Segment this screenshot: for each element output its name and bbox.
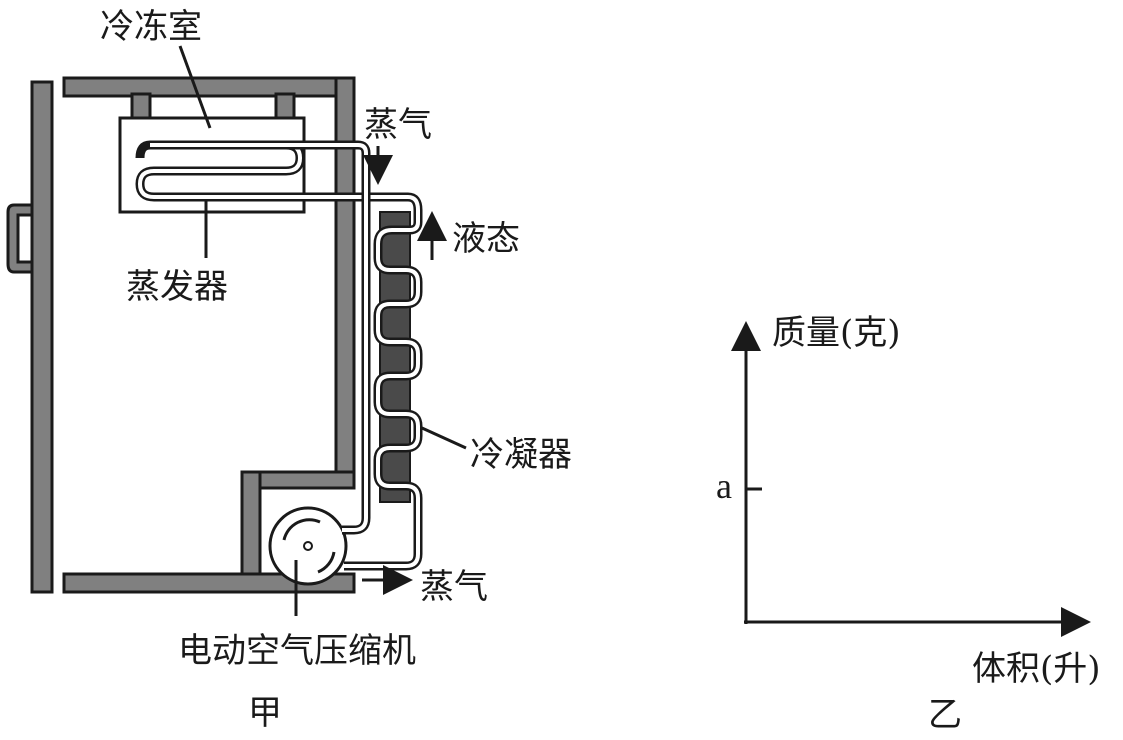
refrigerant-tube xyxy=(135,140,423,571)
mass-volume-graph: a 质量(克) 体积(升) 乙 xyxy=(716,313,1101,735)
x-axis-label: 体积(升) xyxy=(972,649,1101,689)
door xyxy=(30,80,54,594)
bottom-wall xyxy=(62,572,356,594)
step-wall-vertical xyxy=(240,470,262,592)
compressor xyxy=(268,506,348,586)
liquid-label: 液态 xyxy=(452,219,520,259)
vapor-top-label: 蒸气 xyxy=(364,105,432,145)
condenser-block xyxy=(379,211,411,503)
condenser-label: 冷凝器 xyxy=(470,435,572,475)
y-axis-label: 质量(克) xyxy=(772,313,901,353)
y-tick-label: a xyxy=(716,466,732,506)
left-caption: 甲 xyxy=(248,693,282,733)
condenser-leader xyxy=(421,426,467,450)
freezer-label: 冷冻室 xyxy=(100,7,202,47)
freezer-leader xyxy=(178,45,212,129)
refrigerator-diagram: 冷冻室 蒸气 液态 蒸发器 冷凝器 蒸气 电动空气压缩机 甲 xyxy=(6,7,572,733)
door-handle xyxy=(6,203,34,274)
right-caption: 乙 xyxy=(928,695,962,735)
freezer-bracket-right xyxy=(274,92,296,122)
compressor-label: 电动空气压缩机 xyxy=(178,631,416,671)
back-wall xyxy=(334,76,356,490)
evaporator-label: 蒸发器 xyxy=(126,267,228,307)
freezer-bracket-left xyxy=(130,92,152,122)
top-wall xyxy=(62,76,356,98)
vapor-bottom-label: 蒸气 xyxy=(420,567,488,607)
